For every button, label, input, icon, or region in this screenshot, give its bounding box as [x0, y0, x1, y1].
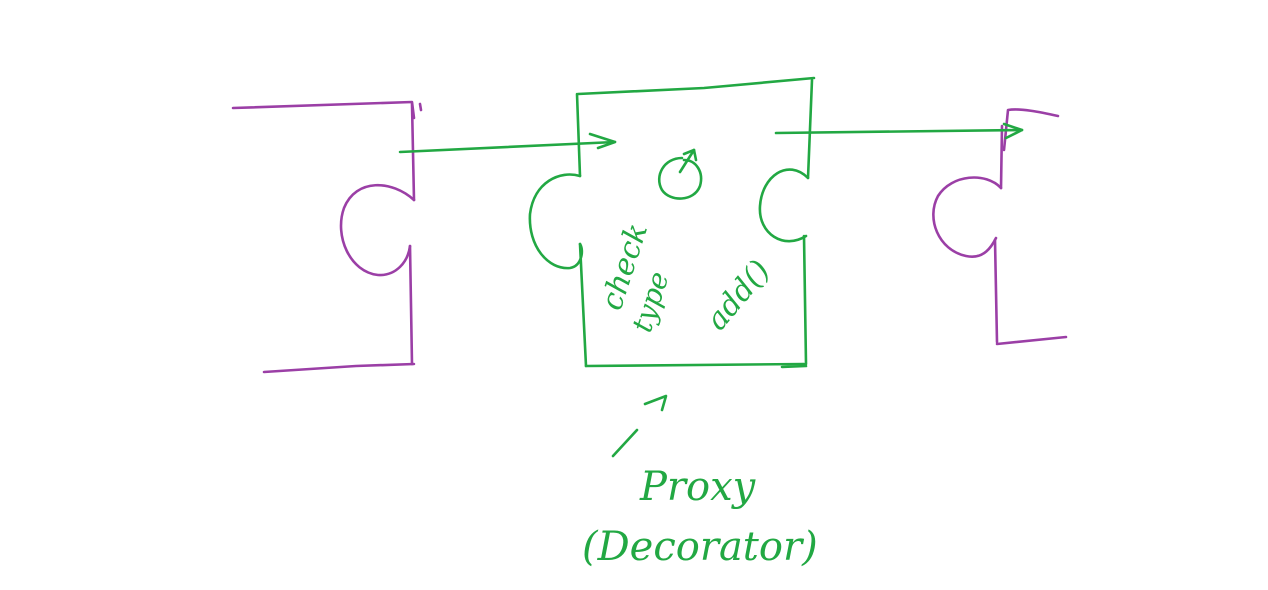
arrow-proxy-to-right — [774, 122, 1024, 140]
inner-label-add: add() — [699, 254, 777, 338]
right-puzzle-piece — [932, 108, 1068, 346]
left-puzzle-piece — [231, 100, 423, 374]
caption-decorator: (Decorator) — [582, 524, 818, 570]
object-circle-icon — [657, 148, 703, 200]
caption-pointer-arrow — [611, 394, 668, 458]
proxy-inner-label: check type add() — [594, 219, 777, 337]
proxy-caption: Proxy (Decorator) — [582, 464, 818, 570]
arrow-left-to-proxy — [398, 132, 617, 154]
proxy-puzzle-piece — [528, 76, 816, 369]
caption-proxy: Proxy — [639, 464, 757, 510]
